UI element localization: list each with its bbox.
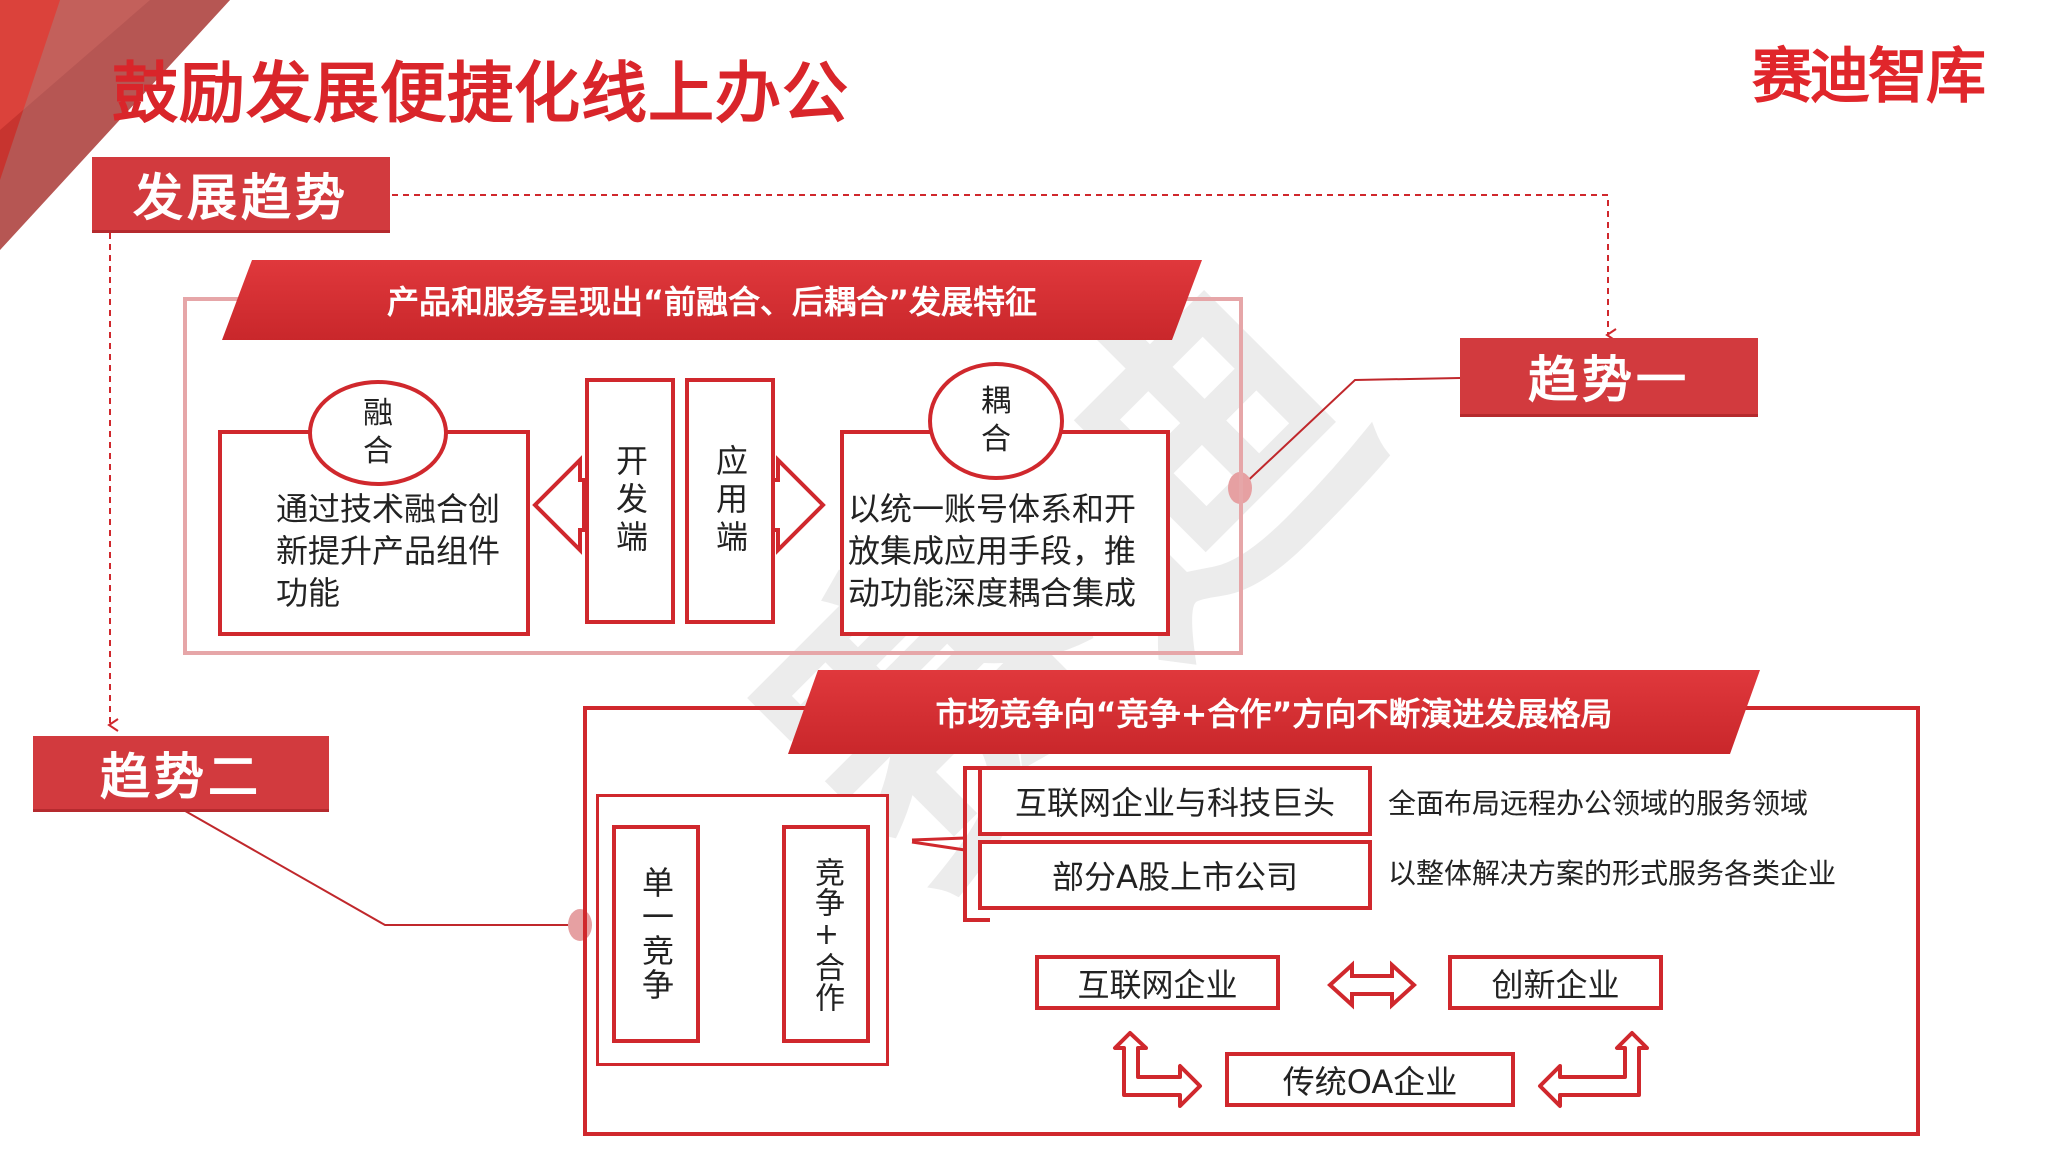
single-competition-label: 单一竞争 xyxy=(637,866,675,1002)
coupling-box xyxy=(840,430,1170,636)
coop-competition-label: 竞争+合作 xyxy=(809,856,844,1012)
eco-traditional-box: 传统OA企业 xyxy=(1225,1052,1515,1107)
player-one-desc: 全面布局远程办公领域的服务领域 xyxy=(1388,787,1809,820)
player-two-desc: 以整体解决方案的形式服务各类企业 xyxy=(1388,857,1837,890)
brand-logo: 赛迪智库 xyxy=(1752,42,1986,112)
fusion-description: 通过技术融合创新提升产品组件功能 xyxy=(276,490,501,612)
player-two-name: 部分A股上市公司 xyxy=(1052,858,1298,896)
eco-internet-box: 互联网企业 xyxy=(1035,955,1280,1010)
eco-innovation-box: 创新企业 xyxy=(1448,955,1663,1010)
coupling-circle: 耦合 xyxy=(928,362,1064,480)
app-side-label: 应用端 xyxy=(711,444,749,558)
single-competition-box: 单一竞争 xyxy=(612,825,700,1043)
eco-traditional-label: 传统OA企业 xyxy=(1282,1062,1458,1101)
fusion-circle: 融合 xyxy=(308,380,448,486)
coop-competition-box: 竞争+合作 xyxy=(782,825,870,1043)
corner-decoration xyxy=(0,0,230,250)
main-trend-label: 发展趋势 xyxy=(92,157,390,233)
coupling-description: 以统一账号体系和开放集成应用手段，推动功能深度耦合集成 xyxy=(848,490,1137,612)
fusion-circle-label: 融合 xyxy=(363,396,393,469)
trend-one-banner: 产品和服务呈现出“前融合、后耦合”发展特征 xyxy=(222,260,1202,340)
dev-side-box: 开发端 xyxy=(585,378,675,624)
trend-two-banner: 市场竞争向“竞争+合作”方向不断演进发展格局 xyxy=(788,670,1760,754)
player-two-box: 部分A股上市公司 xyxy=(978,840,1372,910)
eco-innovation-label: 创新企业 xyxy=(1491,965,1620,1004)
player-one-name: 互联网企业与科技巨头 xyxy=(1014,784,1335,822)
page-title: 鼓励发展便捷化线上办公 xyxy=(112,55,849,132)
trend-one-label: 趋势一 xyxy=(1460,338,1758,417)
app-side-box: 应用端 xyxy=(685,378,775,624)
trend-two-label: 趋势二 xyxy=(33,736,329,812)
eco-internet-label: 互联网企业 xyxy=(1077,965,1238,1004)
dev-side-label: 开发端 xyxy=(611,444,649,558)
coupling-circle-label: 耦合 xyxy=(981,384,1011,457)
player-one-box: 互联网企业与科技巨头 xyxy=(978,766,1372,836)
fusion-box xyxy=(218,430,530,636)
